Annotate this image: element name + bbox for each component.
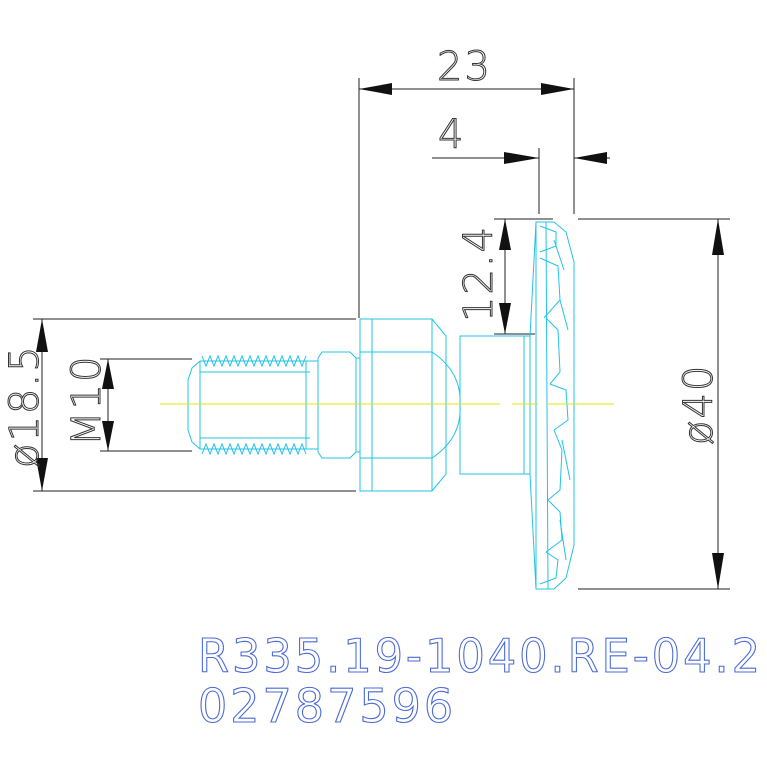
title-block: R335.19-1040.RE-04.2 02787596 [197, 628, 763, 733]
hex-head [359, 318, 461, 492]
thread-label: M10 [64, 355, 110, 446]
screw-part [187, 221, 575, 590]
overall-length-label: 23 [437, 44, 492, 90]
flange-height-label: 12.4 [456, 225, 502, 322]
part-number: R335.19-1040.RE-04.2 [198, 629, 763, 683]
dimension-diameter-flange: ø40 [578, 218, 730, 590]
dimension-flange-height: 12.4 [456, 218, 553, 335]
dimension-thread: M10 [64, 354, 192, 452]
part-code: 02787596 [198, 679, 456, 733]
relief-groove [317, 351, 360, 459]
flange [529, 221, 575, 590]
dimension-flange-offset: 4 [432, 112, 610, 214]
dimension-diameter-shank: ø18.5 [2, 318, 356, 492]
collar [459, 335, 531, 475]
diameter-shank-label: ø18.5 [2, 344, 48, 468]
diameter-flange-label: ø40 [676, 364, 722, 445]
threaded-section [187, 354, 318, 456]
flange-offset-label: 4 [438, 112, 465, 158]
dimension-overall-length: 23 [358, 44, 575, 318]
